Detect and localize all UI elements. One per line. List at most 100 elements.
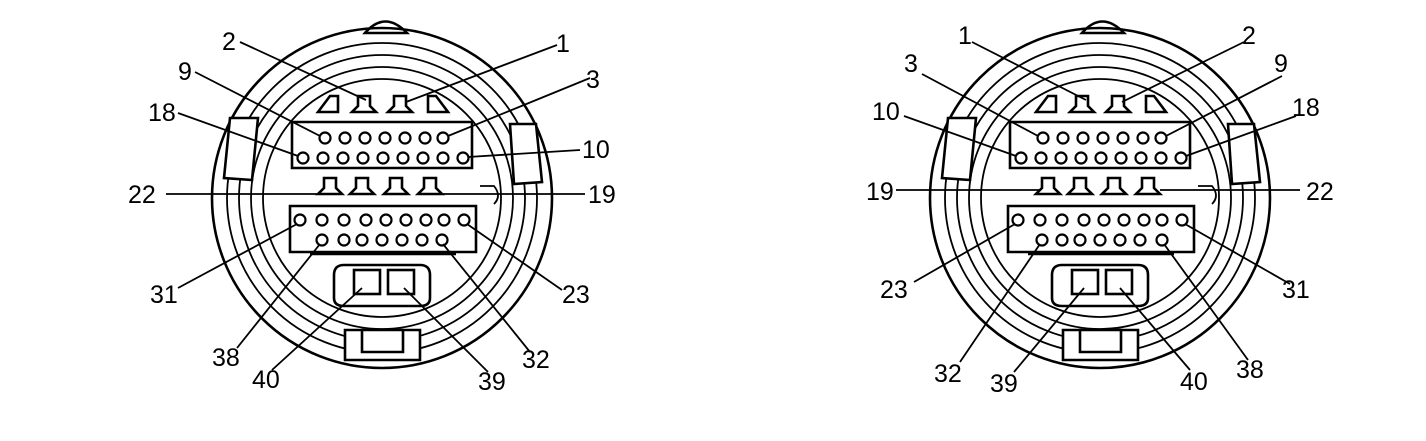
pin-row-32-38-right (1035, 233, 1169, 247)
label-left-2: 2 (222, 28, 236, 56)
pin-row-23-31-right (1011, 213, 1189, 227)
seal-ring-4-right (980, 78, 1220, 318)
pin-right-12 (1054, 151, 1068, 165)
label-left-19: 19 (588, 181, 616, 209)
connector-body-outer-right (928, 26, 1272, 370)
pin-right-17 (1154, 151, 1168, 165)
pin-right-23 (1011, 213, 1025, 227)
pin-right-11 (1034, 151, 1048, 165)
leader-left-3 (447, 77, 591, 137)
pin-right-31 (1175, 213, 1189, 227)
pin-row-3-9-right (1036, 131, 1168, 145)
pin-right-16 (1134, 151, 1148, 165)
label-right-38: 38 (1236, 356, 1264, 384)
leader-left-23 (466, 223, 563, 291)
leader-right-39 (1013, 287, 1085, 373)
pin-left-36 (355, 233, 369, 247)
pin-right-35 (1093, 233, 1107, 247)
seal-ring-4-left (262, 78, 502, 318)
connector-right: 1 2 3 9 10 18 19 22 23 31 32 38 39 40 (866, 20, 1334, 398)
label-right-1: 1 (958, 22, 972, 50)
pin-left-6 (378, 131, 392, 145)
leader-right-23 (913, 223, 1016, 283)
pin-left-4 (418, 131, 432, 145)
pin-right-13 (1074, 151, 1088, 165)
pin-left-35 (375, 233, 389, 247)
label-right-22: 22 (1306, 178, 1334, 206)
leader-right-40 (1119, 287, 1191, 371)
key-notch-right (1198, 185, 1217, 205)
pin-row-10-18-right (1014, 151, 1188, 165)
pin-right-6 (1096, 131, 1110, 145)
pin-left-27 (379, 213, 393, 227)
pin-right-25 (1055, 213, 1069, 227)
label-left-9: 9 (178, 58, 192, 86)
label-right-9: 9 (1274, 50, 1288, 78)
leader-left-32 (442, 243, 531, 353)
wedge-right-b (1144, 94, 1169, 114)
leader-right-10 (903, 115, 1017, 157)
label-right-2: 2 (1242, 22, 1256, 50)
label-right-23: 23 (880, 276, 908, 304)
rib-right-c-upper-a (940, 116, 978, 182)
key-notch-left (480, 185, 499, 205)
terminal-22-left (314, 176, 346, 196)
pin-left-32 (435, 233, 449, 247)
label-left-23: 23 (562, 281, 590, 309)
label-right-32: 32 (934, 360, 962, 388)
pin-right-27 (1097, 213, 1111, 227)
connector-left: 2 1 9 3 18 10 22 19 31 23 38 32 40 39 (128, 20, 616, 396)
pin-left-18 (296, 151, 310, 165)
power-terminal-1-left (384, 94, 416, 114)
leader-left-2 (239, 41, 367, 101)
wedge-left-b (426, 94, 451, 114)
leader-right-3 (921, 73, 1039, 137)
pin-left-12 (416, 151, 430, 165)
label-right-40: 40 (1180, 368, 1208, 396)
label-left-10: 10 (582, 136, 610, 164)
bottom-housing-right (1050, 263, 1150, 308)
pin-row-3-9-left (318, 131, 450, 145)
bottom-latch-inner-left (360, 328, 405, 354)
label-right-39: 39 (990, 370, 1018, 398)
pin-right-29 (1137, 213, 1151, 227)
pin-left-29 (337, 213, 351, 227)
pin-right-30 (1155, 213, 1169, 227)
terminal-20-right (1064, 176, 1096, 196)
pin-right-24 (1033, 213, 1047, 227)
pin-right-5 (1076, 131, 1090, 145)
leader-right-9 (1165, 75, 1283, 137)
label-right-3: 3 (904, 50, 918, 78)
pin-right-15 (1114, 151, 1128, 165)
pin-left-31 (293, 213, 307, 227)
pin-left-5 (398, 131, 412, 145)
pin-right-10 (1014, 151, 1028, 165)
pin-right-36 (1113, 233, 1127, 247)
pin-row-10-18-left (296, 151, 470, 165)
pin-right-3 (1036, 131, 1050, 145)
pin-left-10 (456, 151, 470, 165)
pin-right-32 (1035, 233, 1049, 247)
terminal-40-right (1104, 268, 1134, 296)
pin-right-14 (1094, 151, 1108, 165)
pin-left-25 (419, 213, 433, 227)
terminal-19-left (414, 176, 446, 196)
label-left-38: 38 (212, 344, 240, 372)
label-right-31: 31 (1282, 276, 1310, 304)
pin-right-9 (1154, 131, 1168, 145)
rib-left-upper (222, 116, 260, 182)
leader-right-32 (959, 243, 1041, 363)
terminal-39-right (1070, 268, 1100, 296)
pin-left-33 (415, 233, 429, 247)
leader-right-18 (1185, 115, 1297, 157)
pin-left-11 (436, 151, 450, 165)
terminal-19-right (1032, 176, 1064, 196)
leader-right-31 (1184, 223, 1291, 285)
terminal-21-right (1098, 176, 1130, 196)
power-terminal-2-right (1102, 94, 1134, 114)
terminal-39-left (386, 268, 416, 296)
wedge-left-a (315, 94, 340, 114)
terminal-22-right (1132, 176, 1164, 196)
label-left-39: 39 (478, 368, 506, 396)
